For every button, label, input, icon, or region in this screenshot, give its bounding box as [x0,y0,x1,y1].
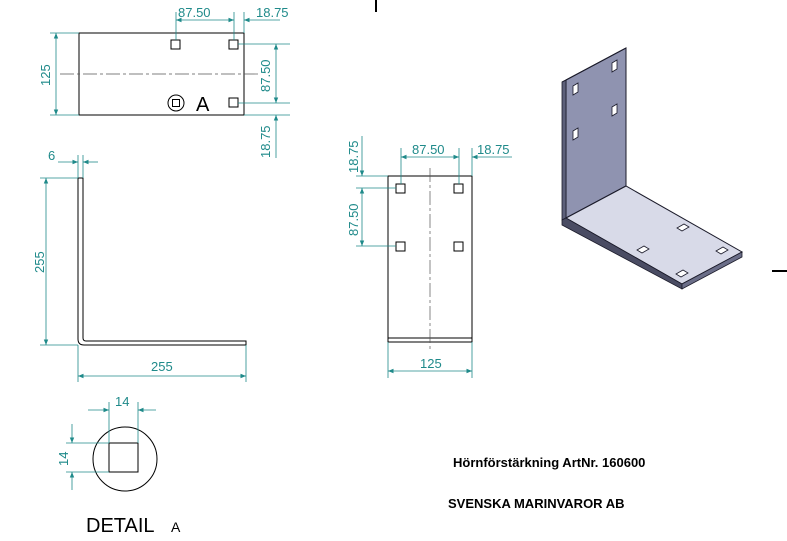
detail-label: DETAIL [86,515,155,537]
part-name: Hörnförstärkning ArtNr. 160600 [453,455,645,470]
dim-top-height: 125 [38,64,53,86]
top-hole-1 [170,39,181,50]
company-name: SVENSKA MARINVAROR AB [448,496,624,511]
detail-callout-letter: A [196,94,210,116]
top-hole-3 [228,97,239,108]
dim-detail-height: 14 [56,452,71,466]
dim-front-hole-spacing: 87.50 [412,142,445,157]
detail-circle [92,426,158,492]
dim-top-edge-offset: 18.75 [256,5,289,20]
front-view: 87.50 18.75 18.75 87.50 125 [346,136,512,378]
dim-front-top-offset: 18.75 [346,140,361,173]
dim-top-bottom-offset: 18.75 [258,125,273,158]
isometric-view [561,47,744,290]
dim-detail-width: 14 [115,394,129,409]
dim-side-vertical-leg: 255 [32,251,47,273]
dim-front-vertical-spacing: 87.50 [346,203,361,236]
side-view: 6 255 255 [32,148,247,382]
detail-view: 14 14 DETAIL A [56,394,181,537]
dim-front-edge-offset: 18.75 [477,142,510,157]
front-hole-3 [395,241,406,252]
title-block: Hörnförstärkning ArtNr. 160600 SVENSKA M… [448,455,645,511]
detail-callout-circle [167,94,185,112]
detail-callout-square [172,99,180,107]
detail-label-suffix: A [171,519,181,535]
top-hole-2 [228,39,239,50]
detail-square-hole [108,442,139,473]
front-hole-4 [453,241,464,252]
front-hole-2 [453,183,464,194]
front-hole-1 [395,183,406,194]
top-view: A 87.50 18.75 125 87.50 18.75 [38,5,290,158]
side-view-outline [77,177,247,346]
dim-top-hole-spacing: 87.50 [178,5,211,20]
dim-side-thickness: 6 [48,148,55,163]
dim-front-width: 125 [420,356,442,371]
dim-side-horizontal-leg: 255 [151,359,173,374]
dim-top-vertical-spacing: 87.50 [258,59,273,92]
